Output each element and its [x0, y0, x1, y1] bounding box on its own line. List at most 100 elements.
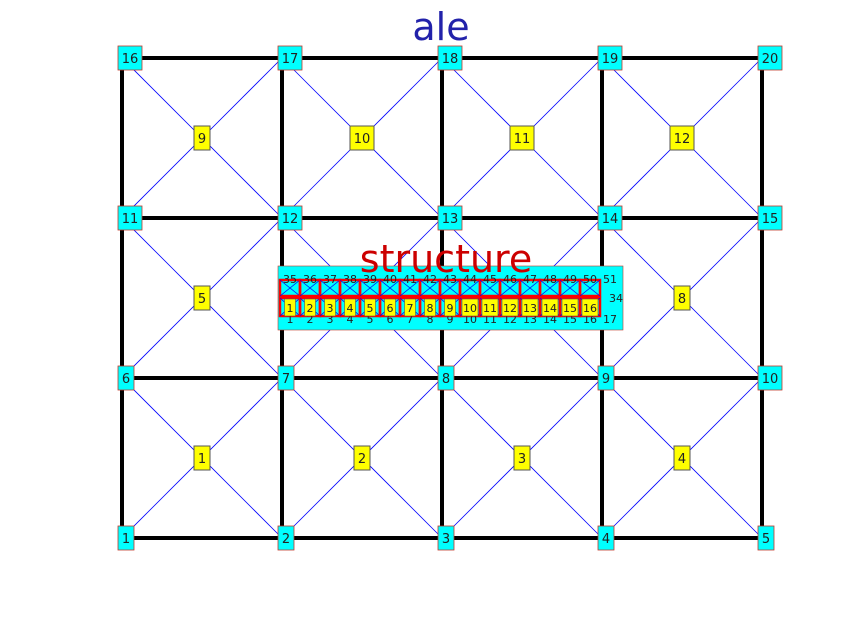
structure-element-box [461, 298, 479, 317]
ale-element-box [349, 125, 375, 151]
structure-element-label: 9 [447, 302, 454, 315]
ale-node-box [757, 525, 775, 551]
ale-element-label: 3 [518, 452, 526, 467]
ale-node-label: 5 [762, 532, 770, 547]
structure-node-label: 42 [423, 273, 437, 286]
structure-node-label: 43 [443, 273, 457, 286]
ale-node-box [597, 525, 615, 551]
structure-node-label: 7 [407, 313, 414, 326]
structure-element-box [481, 298, 499, 317]
structure-element-box [521, 298, 539, 317]
structure-element-label: 8 [427, 302, 434, 315]
ale-node-box [757, 205, 783, 231]
structure-element-box [561, 298, 579, 317]
ale-element-box [673, 285, 691, 311]
structure-node-label: 39 [363, 273, 377, 286]
title-ale: ale [412, 5, 469, 49]
structure-diagonal [319, 279, 341, 297]
structure-element-box [324, 298, 336, 317]
structure-diagonal [559, 279, 581, 297]
structure-element-label: 3 [327, 302, 334, 315]
ale-node-label: 3 [442, 532, 450, 547]
structure-node-label: 49 [563, 273, 577, 286]
structure-node-label: 50 [583, 273, 597, 286]
structure-diagonal [499, 279, 521, 297]
structure-node-label: 36 [303, 273, 317, 286]
ale-node-box [277, 365, 295, 391]
ale-node-label: 1 [122, 532, 130, 547]
ale-node-label: 15 [762, 212, 779, 227]
structure-diagonal [279, 279, 301, 297]
ale-node-box [597, 45, 623, 71]
structure-diagonal [459, 279, 481, 297]
structure-node-label: 41 [403, 273, 417, 286]
ale-element-box [193, 445, 211, 471]
structure-element-box [444, 298, 456, 317]
structure-element-box [424, 298, 436, 317]
structure-element-box [284, 298, 296, 317]
structure-node-label: 47 [523, 273, 537, 286]
structure-diagonal [519, 279, 541, 297]
structure-diagonal [359, 279, 381, 297]
structure-node-label: 17 [603, 313, 617, 326]
ale-node-box [437, 365, 455, 391]
structure-node-label: 3 [327, 313, 334, 326]
structure-node-label: 9 [447, 313, 454, 326]
ale-element-box [513, 445, 531, 471]
ale-element-label: 9 [198, 132, 206, 147]
ale-node-label: 14 [602, 212, 619, 227]
structure-element-label: 5 [367, 302, 374, 315]
structure-element-box [364, 298, 376, 317]
ale-element-label: 10 [354, 132, 371, 147]
ale-node-box [757, 45, 783, 71]
ale-node-label: 9 [602, 372, 610, 387]
structure-node-label: 44 [463, 273, 477, 286]
ale-node-label: 20 [762, 52, 779, 67]
structure-node-label: 35 [283, 273, 297, 286]
ale-node-box [117, 365, 135, 391]
structure-diagonal [479, 279, 501, 297]
ale-node-label: 6 [122, 372, 130, 387]
structure-element-label: 6 [387, 302, 394, 315]
structure-element-label: 1 [287, 302, 294, 315]
ale-node-label: 12 [282, 212, 299, 227]
structure-diagonal [579, 279, 601, 297]
structure-node-label: 37 [323, 273, 337, 286]
ale-node-label: 19 [602, 52, 619, 67]
ale-node-box [117, 45, 143, 71]
structure-element-box [541, 298, 559, 317]
structure-element-box [304, 298, 316, 317]
structure-node-label: 45 [483, 273, 497, 286]
structure-node-label: 38 [343, 273, 357, 286]
ale-node-label: 7 [282, 372, 290, 387]
ale-node-box [277, 525, 295, 551]
ale-element-box [193, 285, 211, 311]
structure-diagonal [399, 279, 421, 297]
structure-element-label: 15 [563, 302, 577, 315]
structure-element-label: 2 [307, 302, 314, 315]
structure-node-label: 4 [347, 313, 354, 326]
structure-element-box [344, 298, 356, 317]
structure-node-label: 5 [367, 313, 374, 326]
ale-element-box [193, 125, 211, 151]
structure-diagonal [439, 279, 461, 297]
structure-element-label: 4 [347, 302, 354, 315]
ale-node-box [757, 365, 783, 391]
ale-node-label: 10 [762, 372, 779, 387]
ale-node-box [597, 205, 623, 231]
ale-node-label: 13 [442, 212, 459, 227]
ale-element-box [353, 445, 371, 471]
ale-node-box [277, 205, 303, 231]
ale-element-box [669, 125, 695, 151]
structure-diagonal [299, 279, 321, 297]
structure-element-label: 10 [463, 302, 477, 315]
ale-node-box [437, 525, 455, 551]
structure-element-cell [578, 278, 602, 298]
ale-node-label: 17 [282, 52, 299, 67]
structure-element-box [404, 298, 416, 317]
ale-node-label: 18 [442, 52, 459, 67]
structure-element-label: 16 [583, 302, 597, 315]
ale-element-label: 11 [514, 132, 531, 147]
structure-node-label: 46 [503, 273, 517, 286]
